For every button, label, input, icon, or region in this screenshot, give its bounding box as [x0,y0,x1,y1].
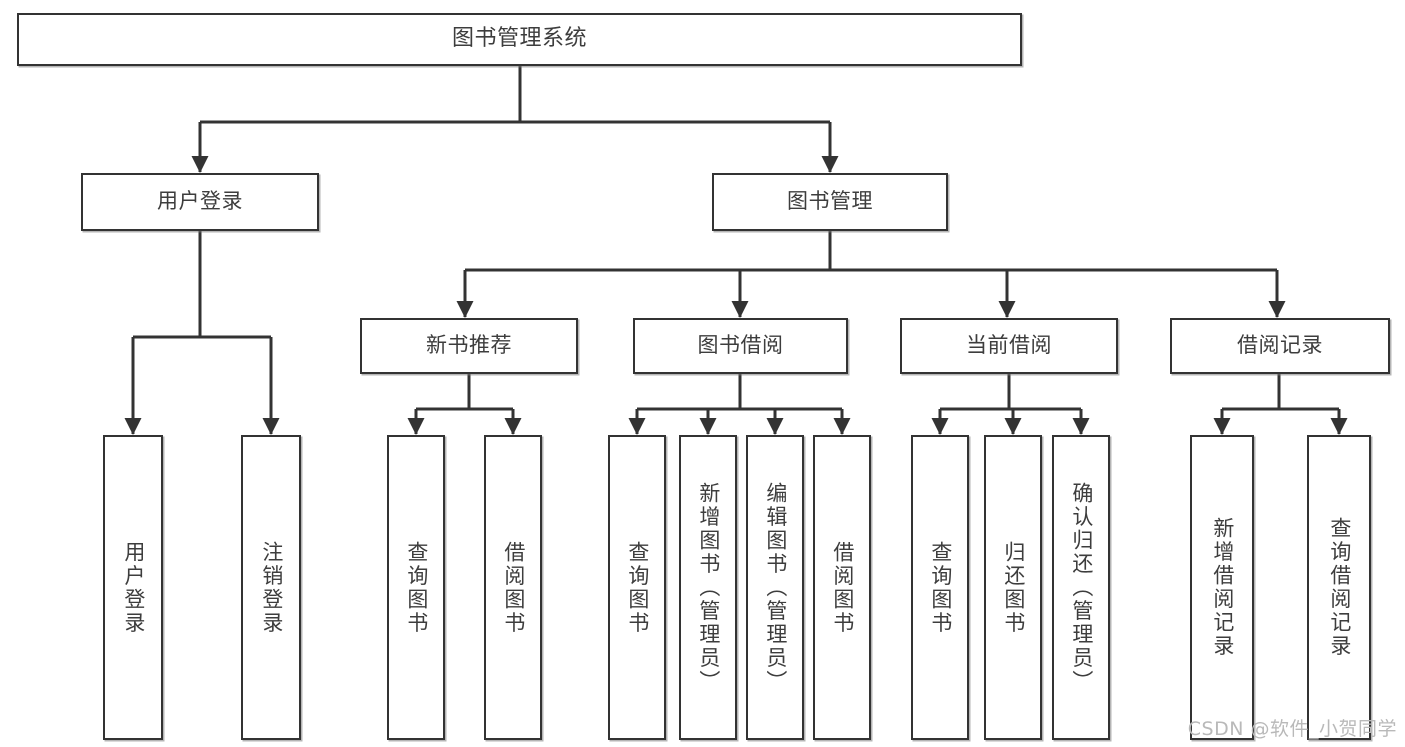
new-book-rec-bus-arrowhead-0 [407,418,425,435]
book-manage-bus-arrowhead-2 [998,301,1016,318]
node-label-borrow-record: 借阅记录 [1237,333,1323,358]
node-leaf-user-logout[interactable]: 注销登录 [241,435,301,740]
node-label-new-book-rec: 新书推荐 [426,333,512,358]
node-leaf-br-add[interactable]: 新增借阅记录 [1190,435,1254,740]
node-label-current-borrow: 当前借阅 [966,333,1052,358]
node-label-user-login: 用户登录 [157,189,243,214]
node-borrow-record[interactable]: 借阅记录 [1170,318,1390,374]
book-borrow-bus-arrowhead-0 [628,418,646,435]
node-user-login[interactable]: 用户登录 [81,173,319,231]
node-leaf-br-query[interactable]: 查询借阅记录 [1307,435,1371,740]
root-bus-arrowhead-1 [821,156,839,173]
node-label-book-manage: 图书管理 [787,189,873,214]
node-label-leaf-bb-edit: 编辑图书（管理员） [763,481,788,694]
node-label-leaf-cb-confirm: 确认归还（管理员） [1069,481,1094,694]
watermark-text: CSDN @软件_小贺同学 [1187,718,1397,740]
node-leaf-bb-query[interactable]: 查询图书 [608,435,666,740]
node-leaf-cb-confirm[interactable]: 确认归还（管理员） [1052,435,1110,740]
node-label-leaf-cb-query: 查询图书 [928,540,953,635]
node-leaf-bb-add[interactable]: 新增图书（管理员） [679,435,737,740]
node-label-leaf-user-logout: 注销登录 [259,540,284,635]
user-login-bus-arrowhead-0 [124,418,142,435]
node-leaf-cb-return[interactable]: 归还图书 [984,435,1042,740]
node-label-root: 图书管理系统 [451,26,587,52]
book-borrow-bus-arrowhead-1 [699,418,717,435]
book-borrow-bus-arrowhead-3 [833,418,851,435]
node-label-leaf-bb-add: 新增图书（管理员） [696,481,721,694]
current-borrow-bus-arrowhead-1 [1004,418,1022,435]
user-login-bus-arrowhead-1 [262,418,280,435]
node-leaf-rec-borrow[interactable]: 借阅图书 [484,435,542,740]
node-label-leaf-br-add: 新增借阅记录 [1210,517,1235,658]
node-current-borrow[interactable]: 当前借阅 [900,318,1118,374]
borrow-record-bus-arrowhead-1 [1330,418,1348,435]
current-borrow-bus-arrowhead-2 [1072,418,1090,435]
book-borrow-bus-arrowhead-2 [766,418,784,435]
book-manage-bus-arrowhead-0 [456,301,474,318]
root-bus-arrowhead-0 [191,156,209,173]
node-book-manage[interactable]: 图书管理 [712,173,948,231]
node-leaf-cb-query[interactable]: 查询图书 [911,435,969,740]
node-root[interactable]: 图书管理系统 [17,13,1022,66]
node-label-leaf-bb-query: 查询图书 [625,540,650,635]
node-label-leaf-br-query: 查询借阅记录 [1327,517,1352,658]
node-leaf-rec-query[interactable]: 查询图书 [387,435,445,740]
node-label-book-borrow: 图书借阅 [697,333,784,358]
node-book-borrow[interactable]: 图书借阅 [633,318,848,374]
node-label-leaf-rec-query: 查询图书 [404,540,429,635]
node-label-leaf-rec-borrow: 借阅图书 [501,540,526,635]
node-leaf-bb-borrow[interactable]: 借阅图书 [813,435,871,740]
current-borrow-bus-arrowhead-0 [931,418,949,435]
new-book-rec-bus-arrowhead-1 [504,418,522,435]
node-leaf-bb-edit[interactable]: 编辑图书（管理员） [746,435,804,740]
book-manage-bus-arrowhead-3 [1268,301,1286,318]
book-manage-bus-arrowhead-1 [731,301,749,318]
node-label-leaf-bb-borrow: 借阅图书 [830,540,855,635]
borrow-record-bus-arrowhead-0 [1213,418,1231,435]
node-label-leaf-user-login: 用户登录 [121,540,146,635]
node-new-book-rec[interactable]: 新书推荐 [360,318,578,374]
node-leaf-user-login[interactable]: 用户登录 [103,435,163,740]
node-label-leaf-cb-return: 归还图书 [1001,540,1026,635]
